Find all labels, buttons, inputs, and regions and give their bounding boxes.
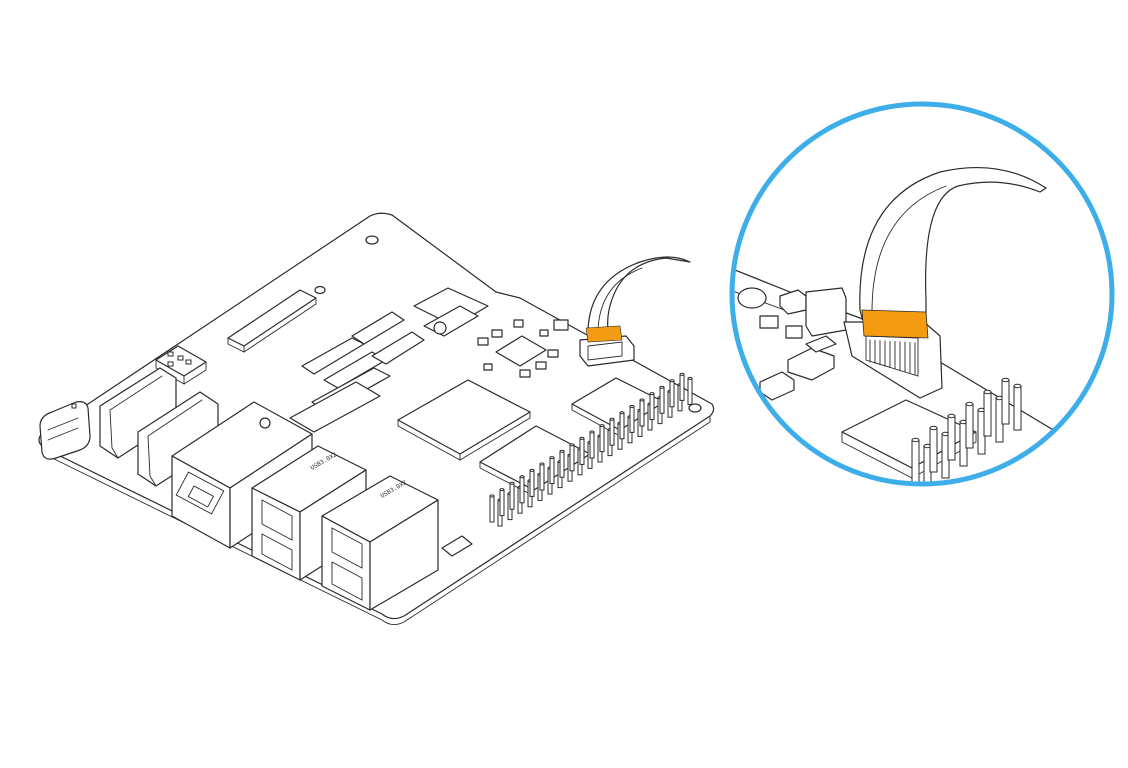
header-pin: [609, 418, 615, 446]
header-pin: [629, 405, 635, 433]
usb3-stack-2: USB3.0X2: [321, 475, 439, 611]
zoom-header-pins: [911, 377, 1022, 484]
usb-c-port: [39, 401, 91, 460]
header-pin-tip: [1001, 377, 1010, 383]
header-pin: [669, 380, 675, 408]
header-pin-tip: [619, 411, 625, 415]
zoom-callout: [729, 101, 1115, 487]
header-pin-tip: [579, 436, 585, 440]
header-pin-tip: [519, 475, 525, 479]
header-pin-tip: [965, 401, 974, 407]
component-block: [553, 319, 569, 331]
header-pin-tip: [929, 425, 938, 431]
header-pin-tip: [687, 376, 693, 380]
mounting-hole: [314, 285, 326, 295]
side-connector: [441, 535, 473, 557]
mounting-hole: [365, 235, 379, 245]
header-pin: [983, 391, 992, 437]
header-pin: [619, 412, 625, 440]
header-pin-tip: [569, 443, 575, 447]
header-pin-tip: [589, 430, 595, 434]
top-connectors: [413, 287, 489, 337]
header-pin: [659, 386, 665, 414]
header-pin-tip: [1013, 383, 1022, 389]
header-pin: [947, 415, 956, 461]
header-pin: [549, 457, 555, 485]
header-pin: [599, 425, 605, 453]
header-pin-tip: [529, 468, 535, 472]
fpc-connectors: [289, 311, 425, 433]
header-pin: [539, 463, 545, 491]
header-pin: [509, 482, 515, 510]
header-pin-tip: [509, 481, 515, 485]
header-pin-tip: [639, 398, 645, 402]
camera-connector: [579, 335, 635, 367]
header-pin: [687, 377, 693, 405]
header-pin-tip: [629, 404, 635, 408]
header-pin-tip: [911, 437, 920, 443]
header-pin: [489, 495, 495, 523]
header-pin-tip: [983, 389, 992, 395]
header-pin: [589, 431, 595, 459]
header-pin-tip: [549, 456, 555, 460]
header-pin-tip: [659, 385, 665, 389]
header-pin: [499, 489, 505, 517]
header-pin: [965, 403, 974, 449]
cable-highlight: [861, 309, 929, 339]
controller-chip: [495, 335, 547, 367]
zoom-hole: [737, 287, 767, 309]
header-pin: [579, 437, 585, 465]
single-board-computer: USB3.0X2 USB3.0X2: [38, 212, 715, 625]
header-pin: [1001, 379, 1010, 425]
header-pin: [911, 439, 920, 484]
header-pin: [569, 444, 575, 472]
connector-contacts: [869, 339, 916, 376]
zoom-ring: [729, 101, 1115, 487]
header-pin: [1013, 385, 1022, 431]
header-pin: [679, 373, 685, 401]
header-pin: [529, 469, 535, 497]
header-pin-tip: [559, 449, 565, 453]
ribbon-cable: [587, 256, 691, 331]
header-pin-tip: [649, 392, 655, 396]
cable-highlight-small: [585, 325, 623, 343]
header-pin-tip: [539, 462, 545, 466]
gpio-header: [489, 372, 693, 527]
header-pin-tip: [499, 488, 505, 492]
header-pin-tip: [609, 417, 615, 421]
header-pin-tip: [489, 494, 495, 498]
passive-components: [477, 319, 559, 378]
header-pin-tip: [679, 372, 685, 376]
header-pin-tip: [599, 424, 605, 428]
mounting-hole: [688, 403, 702, 413]
header-pin-tip: [669, 379, 675, 383]
header-pin: [559, 450, 565, 478]
header-pin: [519, 476, 525, 504]
header-pin: [929, 427, 938, 473]
header-pin: [639, 399, 645, 427]
header-pin: [649, 393, 655, 421]
zoom-ribbon-cable: [859, 167, 1047, 323]
header-pin-tip: [947, 413, 956, 419]
pcb-edge: [47, 415, 711, 625]
